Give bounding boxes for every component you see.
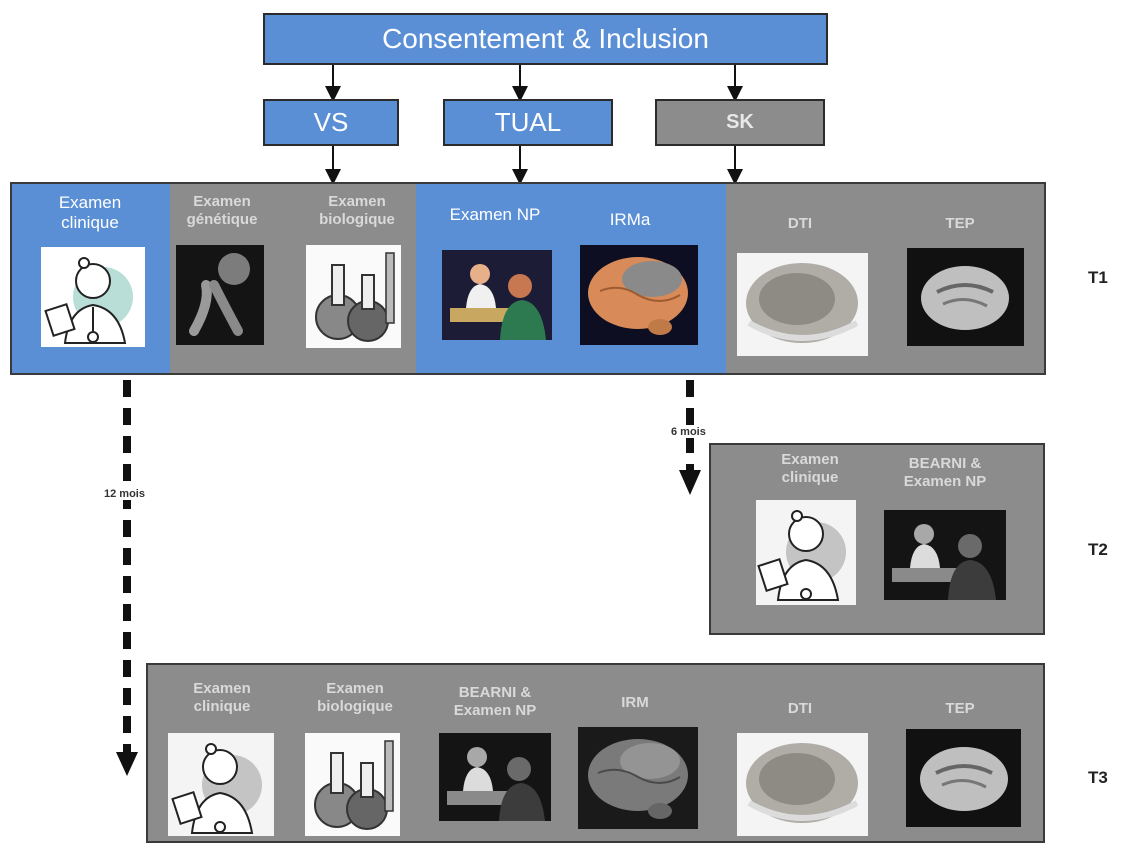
t2-label-bearni-examen-np: BEARNI & Examen NP xyxy=(903,455,987,490)
t1-label-examen-clinique: Examen clinique xyxy=(58,193,122,233)
consultation-icon xyxy=(442,250,552,340)
t3-label-dti: DTI xyxy=(787,700,813,717)
t1-label-examen-biologique: Examen biologique xyxy=(319,193,395,228)
doctor-icon xyxy=(168,733,274,836)
pet-scan-icon xyxy=(906,729,1021,827)
t1-label-examen-np: Examen NP xyxy=(449,205,541,224)
group-vs-label: VS xyxy=(313,107,349,137)
flask-icon xyxy=(305,733,400,836)
group-sk-box: SK xyxy=(655,99,825,146)
consent-inclusion-title: Consentement & Inclusion xyxy=(382,23,709,54)
t3-label-examen-clinique: Examen clinique xyxy=(193,680,251,715)
group-tual-box: TUAL xyxy=(443,99,613,146)
t3-label-irm: IRM xyxy=(621,694,649,711)
group-sk-label: SK xyxy=(726,111,754,133)
t1-label-examen-genetique: Examen génétique xyxy=(186,193,258,228)
consultation-icon xyxy=(884,510,1006,600)
t1-label-tep: TEP xyxy=(945,215,975,232)
t1-label-irma: IRMa xyxy=(609,210,651,229)
doctor-icon xyxy=(41,247,145,347)
t3-timepoint-label: T3 xyxy=(1088,768,1108,787)
top-arrows xyxy=(325,65,743,185)
dti-scan-icon xyxy=(737,253,868,356)
consultation-icon xyxy=(439,733,551,821)
doctor-icon xyxy=(756,500,856,605)
t3-label-bearni-examen-np: BEARNI & Examen NP xyxy=(453,684,537,719)
t3-label-tep: TEP xyxy=(945,700,975,717)
group-tual-label: TUAL xyxy=(494,107,562,137)
t2-label-examen-clinique: Examen clinique xyxy=(781,451,839,486)
duration-12-mois: 12 mois xyxy=(102,488,147,500)
flask-icon xyxy=(306,245,401,348)
t3-label-examen-biologique: Examen biologique xyxy=(317,680,393,715)
pet-scan-icon xyxy=(907,248,1024,346)
t2-timepoint-label: T2 xyxy=(1088,540,1108,559)
duration-6-mois: 6 mois xyxy=(669,426,708,438)
dti-scan-icon xyxy=(737,733,868,836)
brain-icon xyxy=(578,727,698,829)
chromosome-icon xyxy=(176,245,264,345)
t1-label-dti: DTI xyxy=(787,215,813,232)
brain-icon xyxy=(580,245,698,345)
t1-timepoint-label: T1 xyxy=(1088,268,1108,287)
consent-inclusion-box: Consentement & Inclusion xyxy=(263,13,828,65)
group-vs-box: VS xyxy=(263,99,399,146)
